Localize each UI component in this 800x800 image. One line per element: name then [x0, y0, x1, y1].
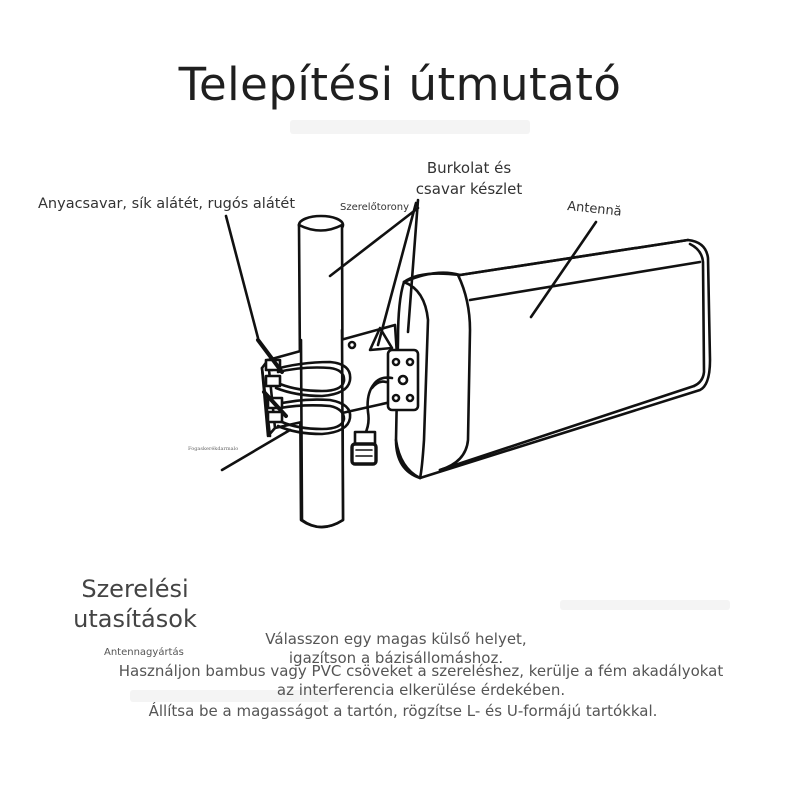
instruction-line: az interferencia elkerülése érdekében. — [276, 681, 566, 699]
label-antenna-make: Antennagyártás — [104, 647, 184, 658]
label-mounting-tower: Szerelőtorony — [340, 202, 409, 213]
label-nut-washers: Anyacsavar, sík alátét, rugós alátét — [38, 196, 296, 212]
section-title: Szerelési utasítások — [73, 575, 197, 633]
page-title: Telepítési útmutató — [178, 58, 622, 111]
antenna-body — [386, 238, 712, 480]
label-cover-screw-kit: Burkolat és csavar készlet — [415, 159, 523, 198]
instruction-line: Válasszon egy magas külső helyet, — [265, 630, 527, 648]
u-bolt-upper — [264, 358, 352, 398]
instruction-line: Használjon bambus vagy PVC csöveket a sz… — [118, 662, 724, 680]
background-smudge — [290, 120, 530, 134]
background-smudge — [130, 690, 330, 702]
leader-lines — [220, 198, 598, 472]
instruction-line: Állítsa be a magasságot a tartón, rögzít… — [148, 702, 658, 720]
cable-connector — [350, 376, 394, 466]
label-small-part: Fogaskerékdarmalo — [188, 446, 239, 452]
background-smudge — [560, 600, 730, 610]
instruction-line: igazítson a bázisállomáshoz. — [288, 649, 504, 667]
